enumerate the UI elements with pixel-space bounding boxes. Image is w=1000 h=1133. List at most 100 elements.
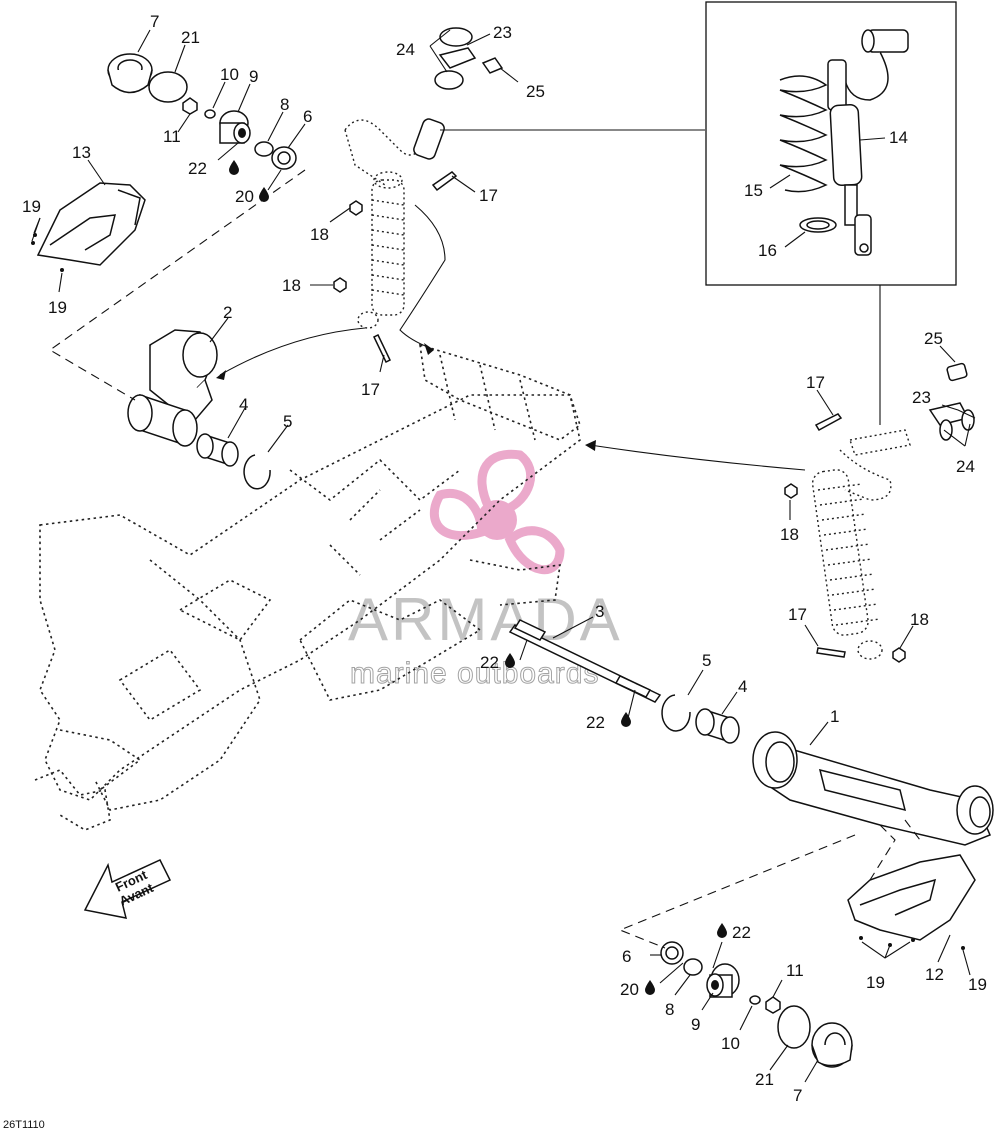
nut-11: [182, 97, 198, 115]
callout-25: 25: [924, 329, 943, 348]
callout-8: 8: [280, 95, 289, 114]
callout-16: 16: [758, 241, 777, 260]
bearing-4-lower: [695, 708, 740, 744]
trim-panel-13: [31, 182, 146, 272]
callout-23: 23: [493, 23, 512, 42]
callout-19: 19: [22, 197, 41, 216]
clamp-23-24-25-right: [928, 362, 975, 441]
drop-icon: [717, 923, 727, 938]
callout-8: 8: [665, 1000, 674, 1019]
callout-19: 19: [968, 975, 987, 994]
watermark-tagline: marine outboards: [350, 657, 599, 690]
callout-labels: 7 21 10 9 11 8 6 22 20 13 19 19 24 23 25…: [22, 12, 987, 1105]
callout-4: 4: [738, 677, 747, 696]
callout-13: 13: [72, 143, 91, 162]
callout-7: 7: [793, 1086, 802, 1105]
callout-18: 18: [282, 276, 301, 295]
callout-17: 17: [479, 186, 498, 205]
callout-5: 5: [283, 412, 292, 431]
drop-icon: [259, 187, 269, 202]
callout-23: 23: [912, 388, 931, 407]
bearing-4-upper: [196, 433, 239, 467]
armada-watermark: ARMADA marine outboards: [348, 449, 623, 691]
callout-21: 21: [755, 1070, 774, 1089]
bolts-17-18-upper: [333, 171, 458, 364]
tube-housing: [127, 393, 198, 447]
callout-18: 18: [310, 225, 329, 244]
flange-9-lower: [706, 963, 740, 998]
callout-10: 10: [220, 65, 239, 84]
seal-8: [254, 141, 274, 157]
spring-15: [779, 75, 828, 193]
callout-7: 7: [150, 12, 159, 31]
callout-22: 22: [586, 713, 605, 732]
washer-10-lower: [749, 995, 761, 1005]
drop-icon: [229, 160, 239, 175]
front-direction-arrow: Front Avant: [83, 859, 172, 919]
callout-21: 21: [181, 28, 200, 47]
bearing-cap-7: [107, 53, 153, 94]
callout-12: 12: [925, 965, 944, 984]
drop-icon: [621, 712, 631, 727]
skid-plate-12: [847, 854, 976, 950]
callout-10: 10: [721, 1034, 740, 1053]
circlip-5-lower: [661, 694, 691, 732]
callout-22: 22: [188, 159, 207, 178]
drop-icon: [505, 653, 515, 668]
inset-box: [705, 1, 957, 286]
callout-9: 9: [249, 67, 258, 86]
callout-18: 18: [780, 525, 799, 544]
nut-11-lower: [765, 996, 781, 1014]
seal-6: [271, 146, 297, 170]
callout-9: 9: [691, 1015, 700, 1034]
callout-24: 24: [956, 457, 975, 476]
callout-15: 15: [744, 181, 763, 200]
callout-2: 2: [223, 303, 232, 322]
swing-arm-1: [752, 731, 994, 846]
callout-24: 24: [396, 40, 415, 59]
vehicle-frame: [34, 343, 581, 831]
callout-17: 17: [788, 605, 807, 624]
washer-10: [204, 109, 216, 119]
callout-19: 19: [866, 973, 885, 992]
flange-9: [219, 110, 251, 144]
leader-lines: [31, 29, 976, 1083]
callout-14: 14: [889, 128, 908, 147]
bolts-17-18-right: [784, 413, 906, 663]
o-ring-21: [148, 71, 188, 103]
callout-20: 20: [620, 980, 639, 999]
watermark-brand: ARMADA: [348, 586, 623, 653]
diagram-code: 26T1110: [3, 1119, 45, 1131]
upper-left-bearing-group: [107, 53, 297, 170]
seal-8-lower: [683, 958, 703, 976]
propeller-logo: [429, 449, 565, 575]
callout-19: 19: [48, 298, 67, 317]
right-shock-absorber: [811, 429, 911, 660]
lower-bearing-group: [660, 941, 853, 1068]
circlip-5-upper: [243, 454, 271, 490]
callout-20: 20: [235, 187, 254, 206]
callout-1: 1: [830, 707, 839, 726]
central-shock-absorber: [344, 118, 445, 329]
bearing-cap-7-lower: [811, 1022, 853, 1068]
housing-2: [149, 329, 218, 421]
callout-11: 11: [786, 961, 804, 980]
callout-17: 17: [806, 373, 825, 392]
callout-5: 5: [702, 651, 711, 670]
callout-22: 22: [480, 653, 499, 672]
callout-17: 17: [361, 380, 380, 399]
callout-22: 22: [732, 923, 751, 942]
spring-seat-16: [799, 217, 837, 233]
shaft-3: [508, 619, 662, 703]
lubricant-drop-icons: [229, 160, 727, 995]
callout-6: 6: [622, 947, 631, 966]
callout-18: 18: [910, 610, 929, 629]
callout-3: 3: [595, 602, 604, 621]
inset-shock-14: [827, 29, 909, 256]
o-ring-21-lower: [777, 1005, 811, 1049]
clamp-24-23-25-upper: [434, 27, 504, 90]
seal-6-lower: [660, 941, 684, 965]
callout-4: 4: [239, 395, 248, 414]
callout-11: 11: [163, 127, 181, 146]
callout-25: 25: [526, 82, 545, 101]
